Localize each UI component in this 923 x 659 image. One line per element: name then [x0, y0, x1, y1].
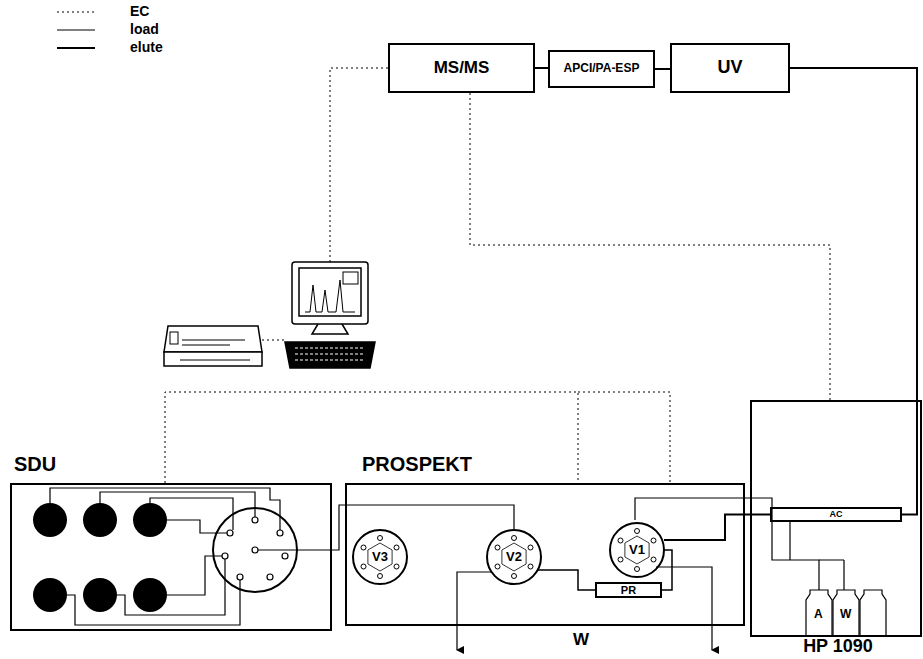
node-label: V1: [629, 543, 645, 557]
node-label: MS/MS: [434, 59, 490, 78]
ec-line: [578, 392, 670, 483]
control-line: [470, 93, 830, 400]
flow-line: [538, 570, 595, 590]
legend-sample: [57, 47, 95, 49]
bottle-label: A: [814, 608, 823, 620]
legend-sample: [57, 12, 95, 13]
precolumn-box: PR: [595, 582, 662, 598]
valve-circle: V1: [609, 522, 665, 578]
prospekt-box: PROSPEKTV3V2V1PR: [345, 483, 745, 626]
node-label: APCI/PA-ESP: [564, 62, 640, 75]
selection-valve: [50, 488, 332, 625]
node-label: V3: [372, 550, 388, 564]
node-label: UV: [717, 58, 742, 78]
flow-line: [790, 68, 917, 515]
sdu-box: SDU: [10, 483, 332, 631]
ms-box: MS/MS: [388, 43, 535, 93]
flow-line: [332, 505, 514, 550]
waste-label: W: [573, 631, 589, 648]
printer: [164, 326, 262, 366]
valve-circle: V2: [486, 529, 542, 585]
flow-line: [664, 515, 770, 541]
legend-text: EC: [130, 4, 149, 18]
node-label: PR: [621, 584, 636, 596]
legend-text: elute: [130, 40, 163, 54]
ion-source-box: APCI/PA-ESP: [548, 50, 655, 88]
node-heading: PROSPEKT: [362, 453, 472, 475]
flow-line: [655, 68, 670, 70]
column-box: AC: [770, 507, 902, 522]
solvent-reservoirs: [33, 503, 167, 612]
flow-line: [535, 67, 548, 69]
node-heading: SDU: [14, 453, 56, 475]
uv-detector-box: UV: [670, 43, 790, 93]
node-label: AC: [830, 510, 843, 520]
ec-line: [262, 68, 388, 340]
bottle-label: W: [840, 608, 851, 620]
legend-text: load: [130, 22, 159, 36]
valve-circle: V3: [352, 529, 408, 585]
legend-sample: [57, 30, 95, 31]
computer: [285, 262, 375, 368]
waste-line: [656, 567, 712, 650]
waste-line: [457, 572, 491, 650]
node-label: V2: [506, 550, 522, 564]
node-heading: HP 1090: [803, 637, 873, 657]
control-line: [165, 392, 578, 483]
hp-plumbing: [635, 498, 886, 636]
hplc-box: HP 1090AC: [750, 400, 922, 637]
